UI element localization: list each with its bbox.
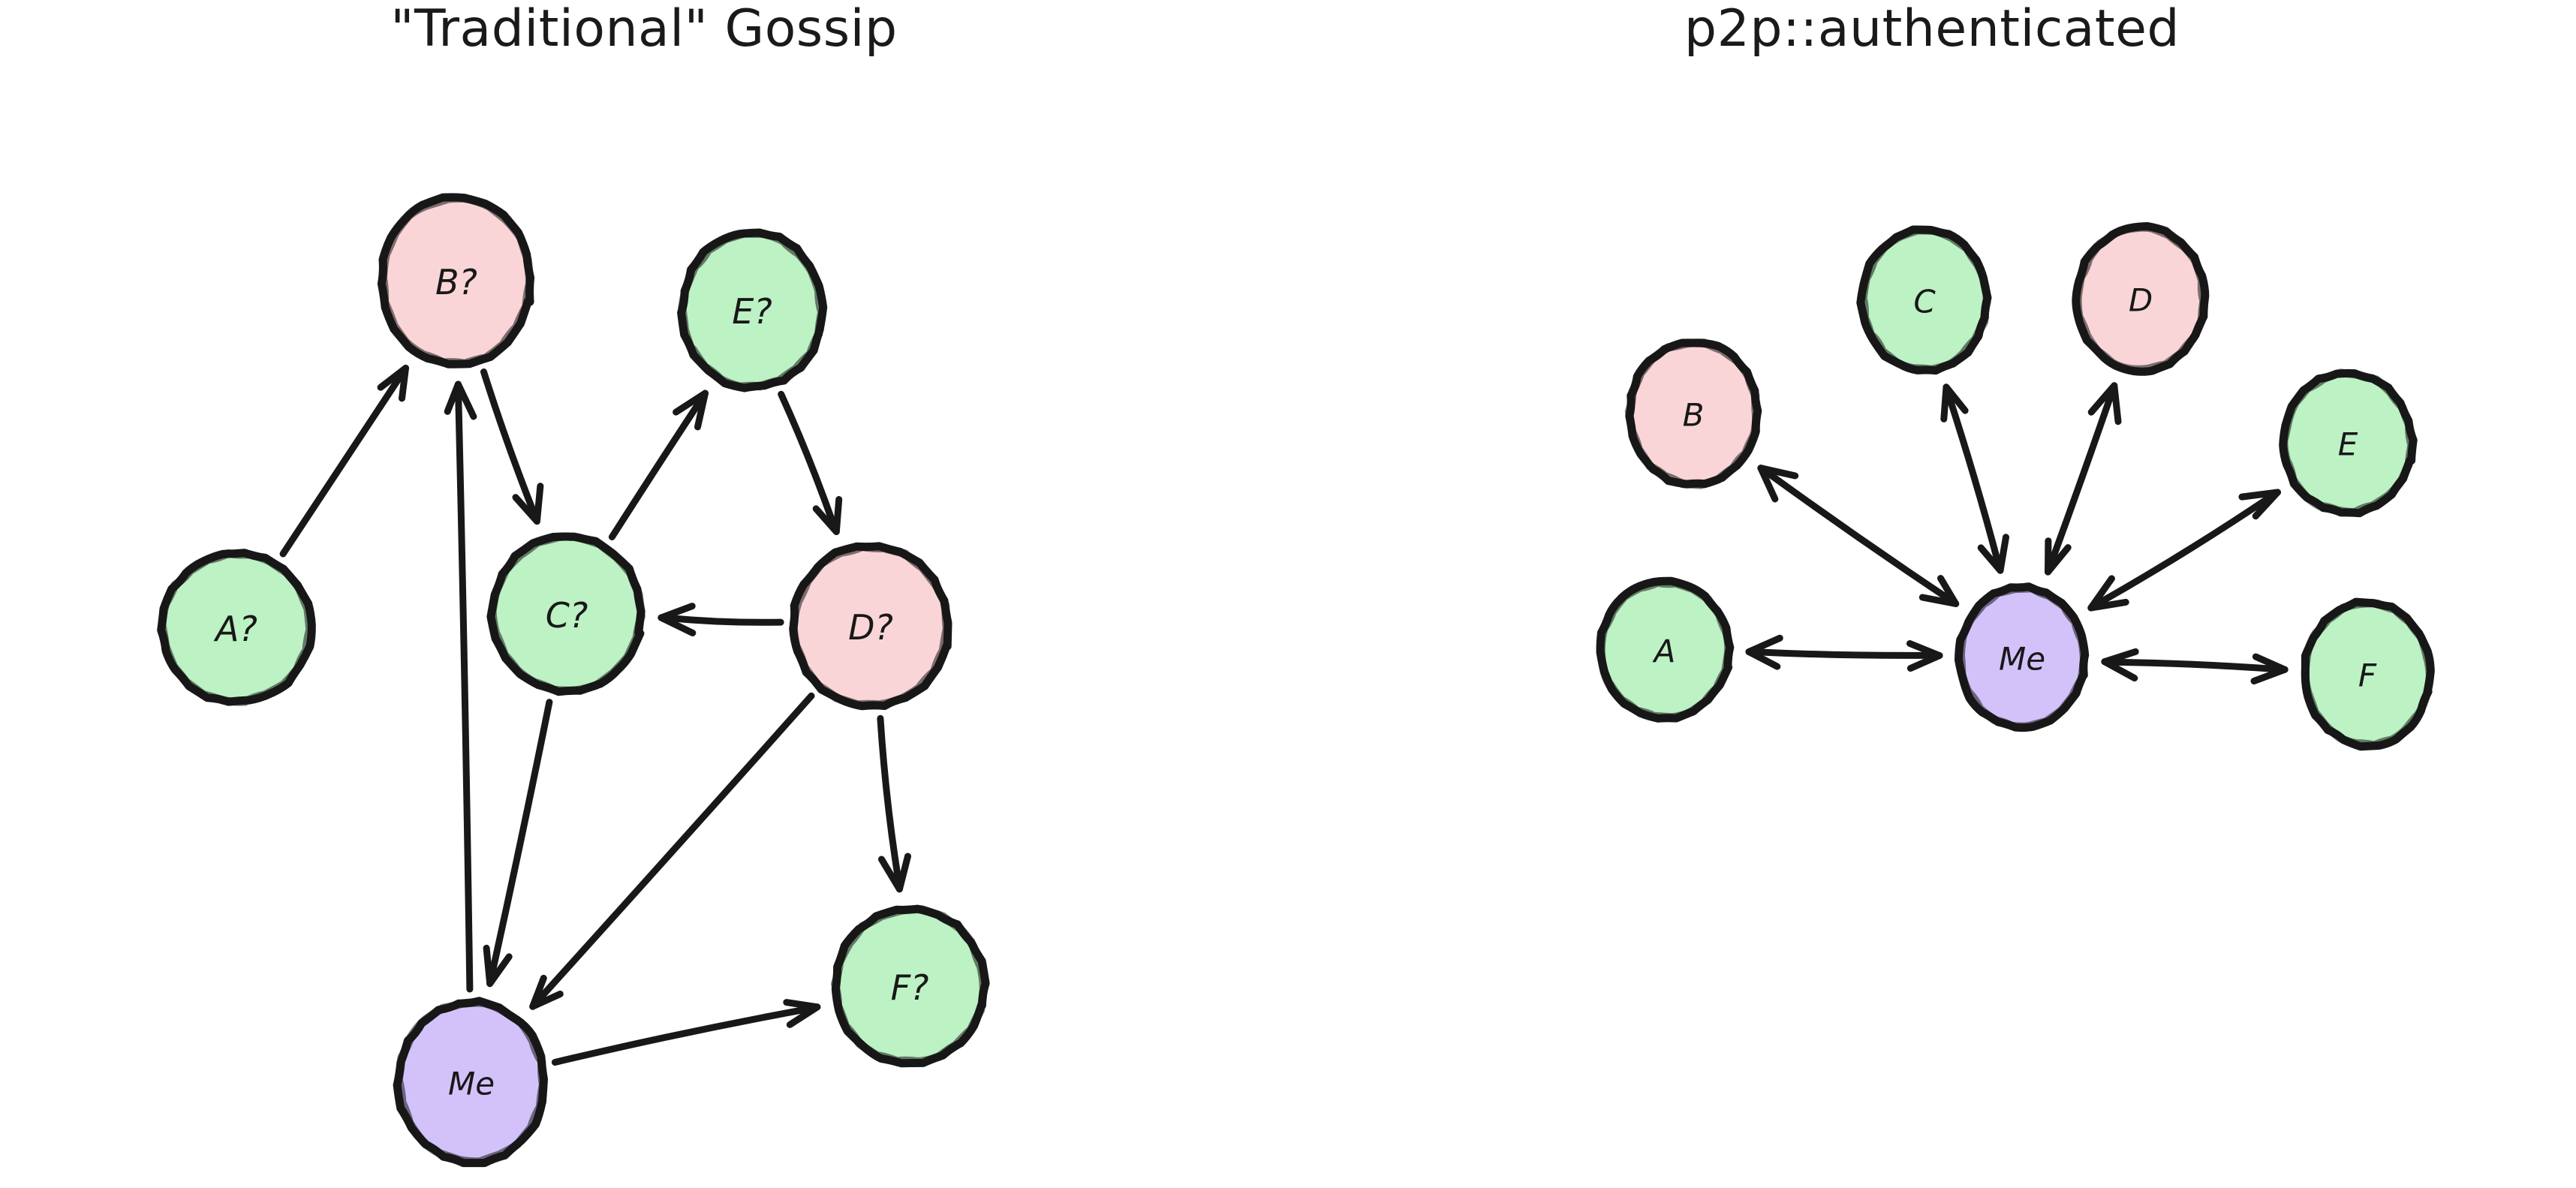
node-me[interactable]: Me [393, 997, 548, 1168]
node-fill [1599, 581, 1729, 719]
node-me[interactable]: Me [1955, 582, 2090, 732]
edge-Me-to-B [444, 380, 477, 993]
node-layer: B C D E A F Me [1596, 222, 2435, 751]
node-label-f: F [2358, 657, 2377, 694]
node-layer: B? E? A? C? D? F? Me [157, 193, 990, 1168]
node-c[interactable]: C [1856, 225, 1992, 375]
node-outline-secondary [1624, 338, 1761, 489]
node-outline-secondary [831, 905, 988, 1066]
node-outline-secondary [488, 532, 646, 695]
node-d[interactable]: D? [789, 542, 952, 711]
node-label-c: C? [546, 595, 588, 636]
node-fill [1861, 230, 1988, 370]
node-label-b: B [1683, 397, 1705, 434]
node-outline-secondary [678, 229, 826, 391]
node-fill [1958, 588, 2086, 727]
node-label-me: Me [1999, 641, 2045, 678]
node-label-d: D [2129, 282, 2153, 319]
node-outline-secondary [379, 194, 534, 368]
node-label-a: A [1652, 633, 1676, 670]
node-a[interactable]: A? [157, 549, 316, 706]
edge-C-to-E [608, 389, 709, 540]
node-b[interactable]: B [1624, 338, 1762, 489]
node-e[interactable]: E? [677, 228, 828, 392]
node-fill [793, 545, 948, 707]
node-outline-secondary [1956, 584, 2088, 731]
edge-Me-to-A [1745, 634, 1943, 672]
node-label-me: Me [448, 1066, 495, 1102]
edge-Me-to-B [1757, 465, 1960, 607]
panel-traditional-gossip: "Traditional" Gossip B? E? A? C? D? F? Me [157, 0, 990, 1168]
edge-D-to-F [877, 714, 911, 893]
node-label-a: A? [213, 609, 257, 649]
edge-C-to-Me [483, 699, 553, 988]
edge-E-to-D [778, 390, 843, 535]
edge-layer [1745, 382, 2289, 684]
node-outline-secondary [1858, 226, 1991, 374]
node-fill [161, 552, 312, 702]
edge-Me-to-C [1940, 383, 2009, 574]
edge-D-to-C [658, 603, 784, 636]
edge-Me-to-F [2101, 648, 2289, 684]
edge-A-to-B [279, 365, 409, 558]
edge-B-to-C [480, 368, 544, 525]
node-label-f: F? [891, 967, 929, 1008]
panel-title-traditional-gossip: "Traditional" Gossip [390, 0, 898, 59]
node-fill [492, 535, 642, 693]
edge-layer [279, 365, 911, 1066]
node-fill [2304, 601, 2430, 745]
node-fill [397, 1000, 545, 1163]
edge-Me-to-E [2087, 489, 2281, 612]
node-fill [381, 197, 533, 365]
node-f[interactable]: F? [831, 904, 990, 1068]
node-label-e: E? [732, 291, 772, 332]
node-label-e: E [2338, 426, 2358, 463]
node-e[interactable]: E [2279, 368, 2418, 518]
node-fill [1629, 341, 1759, 486]
node-outline-secondary [2073, 223, 2208, 374]
node-outline-secondary [2301, 599, 2434, 750]
node-fill [2283, 372, 2413, 513]
node-fill [2075, 227, 2206, 371]
node-c[interactable]: C? [486, 532, 646, 696]
node-outline-secondary [1596, 578, 1733, 722]
node-f[interactable]: F [2301, 597, 2435, 751]
node-b[interactable]: B? [377, 193, 535, 368]
panel-title-p2p-authenticated: p2p::authenticated [1684, 0, 2180, 59]
graph-p2p-authenticated: B C D E A F Me [1596, 222, 2435, 751]
node-label-b: B? [435, 262, 477, 302]
node-outline-secondary [158, 549, 314, 706]
node-outline-secondary [394, 998, 547, 1166]
node-a[interactable]: A [1596, 576, 1735, 723]
node-fill [834, 908, 986, 1064]
node-outline-secondary [2280, 368, 2416, 517]
graph-traditional-gossip: B? E? A? C? D? F? Me [157, 193, 990, 1168]
edge-Me-to-D [2045, 382, 2122, 576]
node-fill [682, 232, 823, 388]
node-label-d: D? [848, 607, 893, 648]
node-label-c: C [1913, 284, 1936, 320]
edge-Me-to-F [551, 999, 821, 1066]
edge-D-to-Me [529, 692, 815, 1010]
node-outline-secondary [789, 543, 951, 709]
node-d[interactable]: D [2072, 222, 2210, 376]
